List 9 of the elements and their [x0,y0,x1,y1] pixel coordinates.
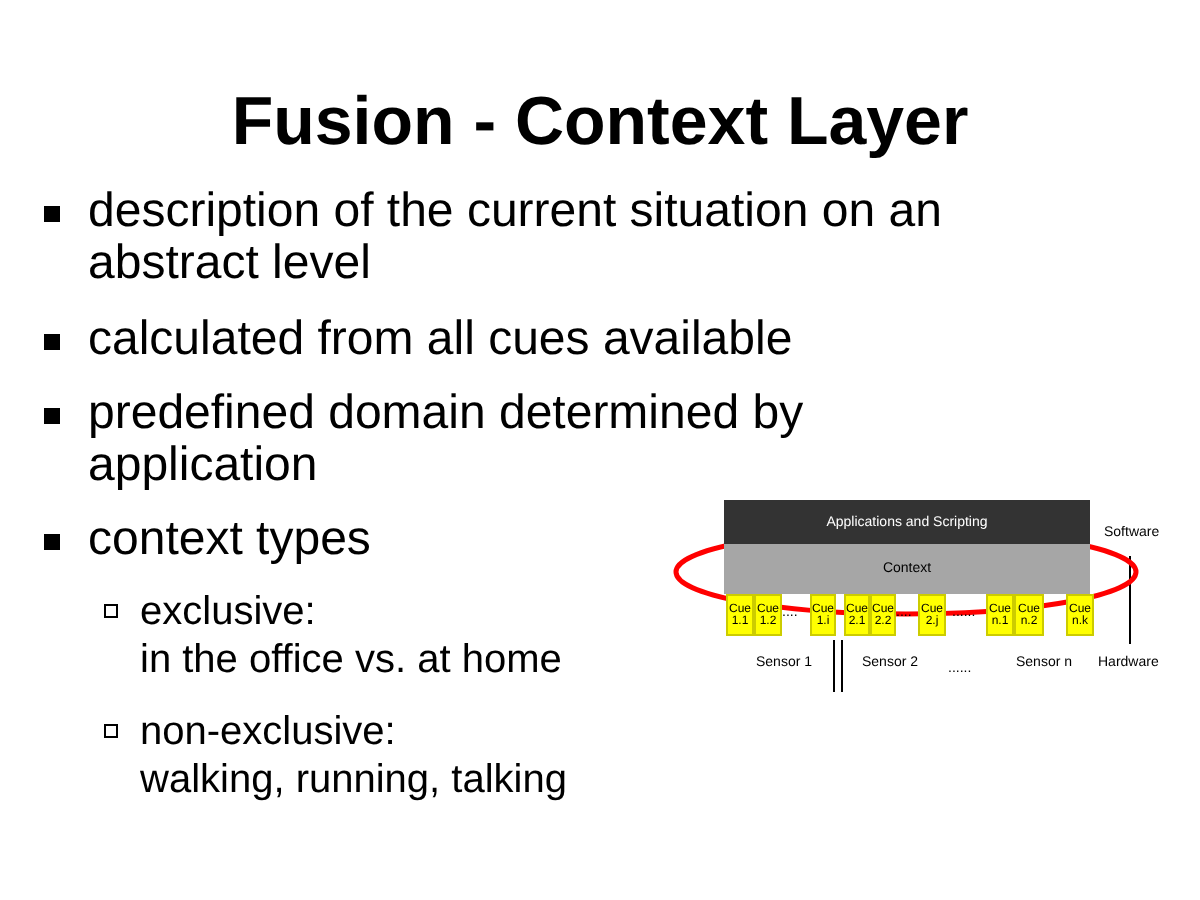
slide-title: Fusion - Context Layer [229,84,971,162]
bullet-text: description of the current situation on an abstract level [88,186,944,290]
bullet-text: predefined domain determined by application [88,388,806,492]
sub-bullet-text: in the office vs. at home [140,636,562,684]
sub-bullet-text: non-exclusive: [140,708,396,756]
bullet-text: context types [88,514,373,566]
bullet-text: calculated from all cues available [88,314,795,366]
sub-bullet-text: exclusive: [140,588,316,636]
sub-bullet-text: walking, running, talking [140,756,567,804]
